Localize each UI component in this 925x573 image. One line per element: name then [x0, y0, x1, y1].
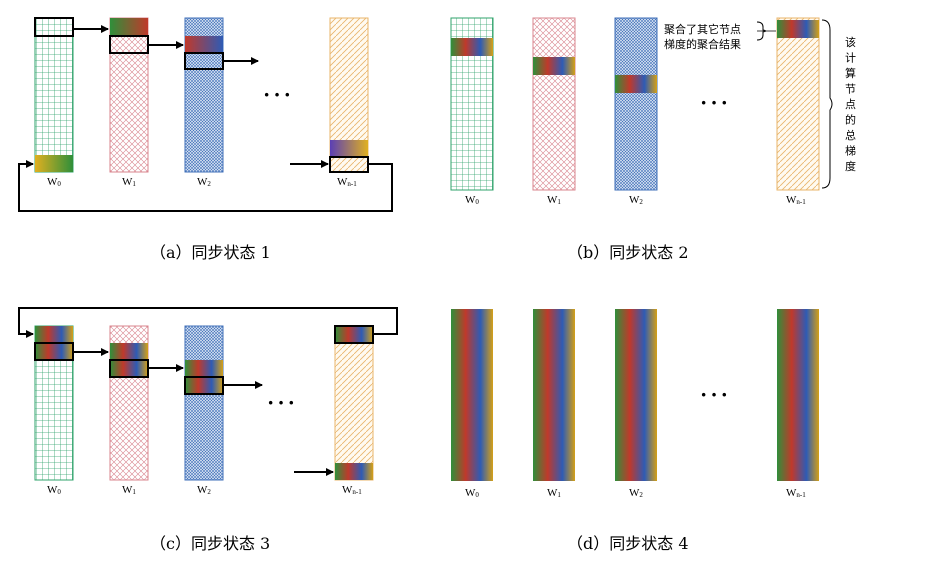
- ellipsis: ···: [700, 382, 731, 407]
- worker-label-wn: Wn-1: [786, 194, 806, 206]
- worker-label-wn: Wn-1: [337, 176, 357, 188]
- worker-label-w2: W2: [197, 176, 211, 188]
- worker-column-wn: [334, 325, 374, 481]
- highlight-box: [34, 17, 74, 37]
- worker-label-w1: W1: [547, 194, 561, 206]
- annotation-total-gradient-text: 该计算节点的总梯度: [845, 35, 856, 173]
- gradient-chunk: [451, 38, 493, 56]
- worker-column-w1: [109, 17, 149, 173]
- gradient-chunk: [185, 36, 223, 53]
- gradient-chunk: [110, 18, 148, 36]
- worker-column-w1: [532, 17, 576, 191]
- gradient-chunk: [335, 326, 373, 343]
- caption-c: （c）同步状态 3: [150, 534, 270, 553]
- panel-d: ··· W0 W1 W2 Wn-1 （d）同步状态 4: [451, 309, 819, 553]
- worker-column-w0: [34, 17, 74, 173]
- worker-label-w0: W0: [47, 176, 61, 188]
- worker-column-w2: [184, 325, 224, 481]
- ellipsis: ···: [267, 390, 298, 415]
- gradient-chunk: [110, 343, 148, 360]
- worker-column-wn: [776, 17, 820, 191]
- gradient-chunk: [35, 343, 73, 360]
- gradient-chunk: [335, 463, 373, 480]
- annotation-total-gradient: 该计算节点的总梯度: [845, 35, 856, 173]
- worker-label-w1: W1: [122, 484, 136, 496]
- wraparound-arrow: [18, 307, 398, 338]
- gradient-chunk: [185, 360, 223, 377]
- worker-column-wn: [777, 309, 819, 481]
- worker-label-w1: W1: [122, 176, 136, 188]
- wraparound-arrow: [18, 160, 393, 212]
- worker-label-w2: W2: [629, 194, 643, 206]
- worker-label-w0: W0: [47, 484, 61, 496]
- worker-column-w0: [451, 309, 493, 481]
- gradient-chunk: [777, 20, 819, 38]
- gradient-chunk: [185, 377, 223, 394]
- worker-label-w2: W2: [629, 487, 643, 499]
- gradient-chunk: [533, 57, 575, 75]
- worker-column-w2: [614, 17, 658, 191]
- caption-a: （a）同步状态 1: [150, 243, 271, 262]
- worker-label-wn: Wn-1: [342, 484, 362, 496]
- worker-column-w1: [533, 309, 575, 481]
- gradient-chunk: [330, 140, 368, 157]
- panel-c: ··· W0 W1 W2 Wn-1 （c）同步状态 3: [18, 307, 398, 553]
- worker-label-wn: Wn-1: [786, 487, 806, 499]
- panel-a: ··· W0 W1 W2 Wn-1 （a）同步状态 1: [18, 17, 393, 262]
- panel-b: ··· 聚合了其它节点 梯度的聚合结果 该计算节点的总梯度 W0 W1 W2 W…: [450, 17, 856, 262]
- caption-b: （b）同步状态 2: [567, 243, 689, 262]
- annotation-aggregated: 梯度的聚合结果: [664, 37, 741, 51]
- ellipsis: ···: [700, 90, 731, 115]
- gradient-chunk: [35, 155, 73, 172]
- worker-label-w0: W0: [465, 487, 479, 499]
- ellipsis: ···: [263, 82, 294, 107]
- gradient-chunk: [615, 75, 657, 93]
- gradient-chunk: [110, 360, 148, 377]
- brace: [821, 19, 833, 189]
- annotation-aggregated: 聚合了其它节点: [664, 22, 741, 36]
- caption-d: （d）同步状态 4: [567, 534, 689, 553]
- worker-label-w0: W0: [465, 194, 479, 206]
- worker-label-w2: W2: [197, 484, 211, 496]
- gradient-chunk: [35, 326, 73, 343]
- worker-label-w1: W1: [547, 487, 561, 499]
- worker-column-w2: [615, 309, 657, 481]
